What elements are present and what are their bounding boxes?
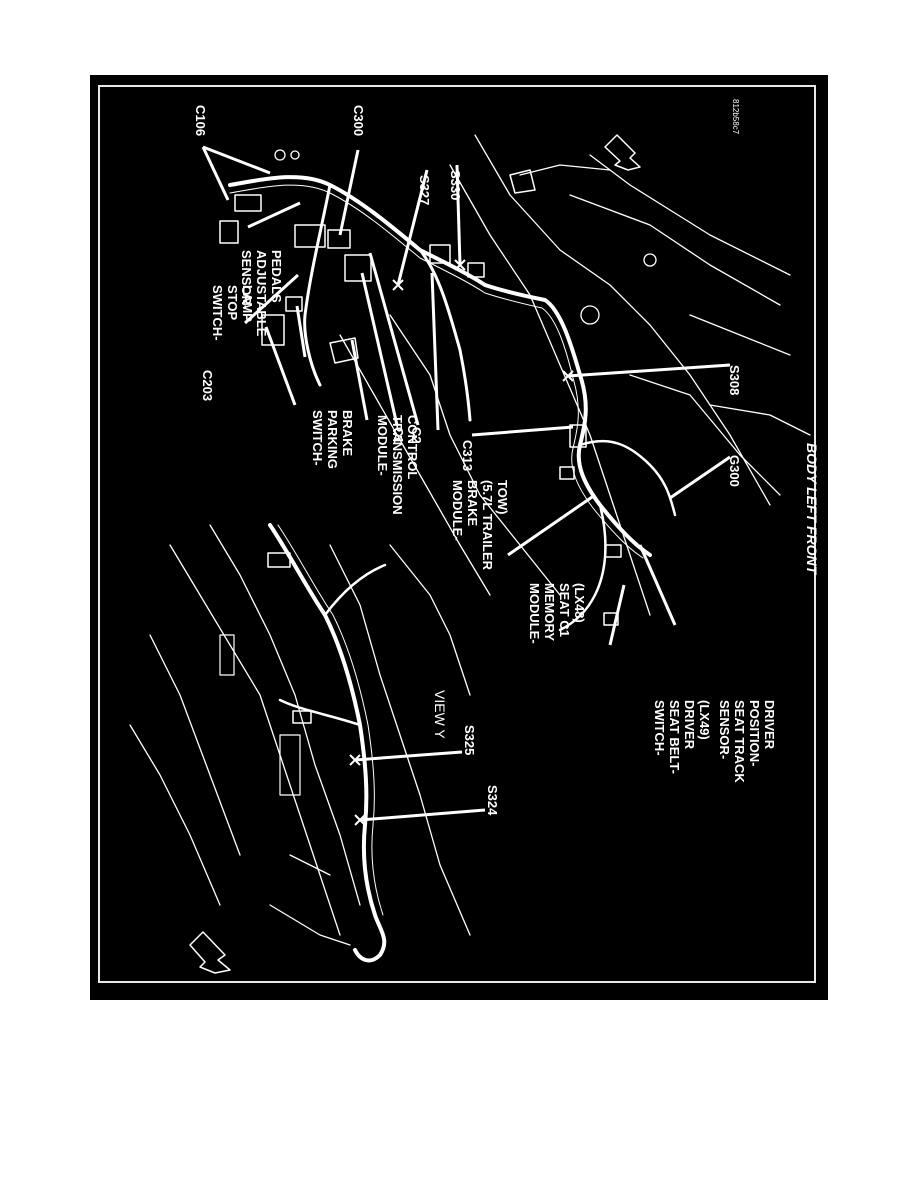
label-module-memory-seat: MODULE- MEMORY SEAT C1 (LX48) — [527, 583, 587, 644]
label-module-brake: MODULE- BRAKE (5.7L TRAILER TOW) — [450, 480, 510, 571]
svg-text:SEAT C1: SEAT C1 — [557, 583, 572, 637]
label-sensor-seat-track: SENSOR- SEAT TRACK POSITION- DRIVER — [717, 700, 777, 783]
label-s324: S324 — [485, 785, 500, 816]
svg-text:SENSOR-: SENSOR- — [717, 700, 732, 759]
label-c300: C300 — [351, 105, 366, 136]
label-c106: C106 — [193, 105, 208, 136]
svg-text:PARKING: PARKING — [325, 410, 340, 469]
svg-text:MEMORY: MEMORY — [542, 583, 557, 641]
svg-text:BRAKE: BRAKE — [340, 410, 355, 457]
body-line-art — [129, 134, 811, 974]
svg-text:SENSOR-: SENSOR- — [239, 250, 254, 309]
svg-text:SWITCH-: SWITCH- — [652, 700, 667, 756]
svg-text:LAMP: LAMP — [240, 285, 255, 322]
diagram-frame — [98, 85, 816, 983]
splice-marks — [349, 259, 574, 826]
svg-text:SWITCH-: SWITCH- — [210, 285, 225, 341]
splice-s327 — [392, 279, 404, 291]
svg-text:DRIVER: DRIVER — [682, 700, 697, 750]
label-switch-stop-lamp: SWITCH- STOP LAMP — [210, 285, 255, 341]
label-s325: S325 — [462, 725, 477, 755]
label-c203: C203 — [200, 370, 215, 401]
svg-text:SEAT TRACK: SEAT TRACK — [732, 700, 747, 783]
svg-text:POSITION-: POSITION- — [747, 700, 762, 766]
label-switch-parking-brake: SWITCH- PARKING BRAKE — [310, 410, 355, 469]
diagram-caption: BODY LEFT FRONT — [804, 443, 820, 576]
label-view-y: VIEW Y — [432, 690, 448, 739]
svg-text:STOP: STOP — [225, 285, 240, 320]
label-s330: S330 — [448, 170, 463, 200]
label-c2: C2 — [409, 427, 424, 444]
label-c1: C1 — [391, 427, 406, 444]
svg-text:BRAKE: BRAKE — [465, 480, 480, 527]
svg-text:MODULE-: MODULE- — [527, 583, 542, 644]
label-s327: S327 — [417, 175, 432, 205]
svg-text:(5.7L TRAILER: (5.7L TRAILER — [480, 480, 495, 571]
svg-text:TOW): TOW) — [495, 480, 510, 514]
diagram-panel: C106 C300 SENSOR- ADJUSTABLE PEDALS S327… — [90, 75, 828, 1000]
label-module-transmission-control: MODULE- TRANSMISSION CONTROL — [375, 415, 420, 515]
svg-text:(LX49): (LX49) — [697, 700, 712, 740]
svg-text:MODULE-: MODULE- — [375, 415, 390, 476]
splice-s330 — [454, 259, 466, 271]
labels: C106 C300 SENSOR- ADJUSTABLE PEDALS S327… — [193, 99, 820, 816]
svg-text:SEAT BELT-: SEAT BELT- — [667, 700, 682, 774]
label-c313: C313 — [460, 440, 475, 471]
figure-id: 812b58c7 — [731, 99, 740, 135]
label-s308: S308 — [727, 365, 742, 395]
svg-text:TRANSMISSION: TRANSMISSION — [390, 415, 405, 515]
svg-text:SWITCH-: SWITCH- — [310, 410, 325, 466]
svg-text:DRIVER: DRIVER — [762, 700, 777, 750]
label-sensor-adjustable-pedals: SENSOR- ADJUSTABLE PEDALS — [239, 250, 284, 337]
svg-text:CONTROL: CONTROL — [405, 415, 420, 479]
svg-text:ADJUSTABLE: ADJUSTABLE — [254, 250, 269, 337]
svg-text:(LX48): (LX48) — [572, 583, 587, 623]
splice-s308 — [562, 370, 574, 382]
splice-s325 — [349, 754, 361, 766]
svg-text:MODULE-: MODULE- — [450, 480, 465, 541]
svg-text:PEDALS: PEDALS — [269, 250, 284, 303]
label-switch-seat-belt: SWITCH- SEAT BELT- DRIVER (LX49) — [652, 700, 712, 774]
splice-s324 — [354, 814, 366, 826]
leader-lines — [201, 145, 731, 822]
wiring-diagram-svg: C106 C300 SENSOR- ADJUSTABLE PEDALS S327… — [129, 99, 820, 974]
label-g300: G300 — [727, 455, 742, 487]
